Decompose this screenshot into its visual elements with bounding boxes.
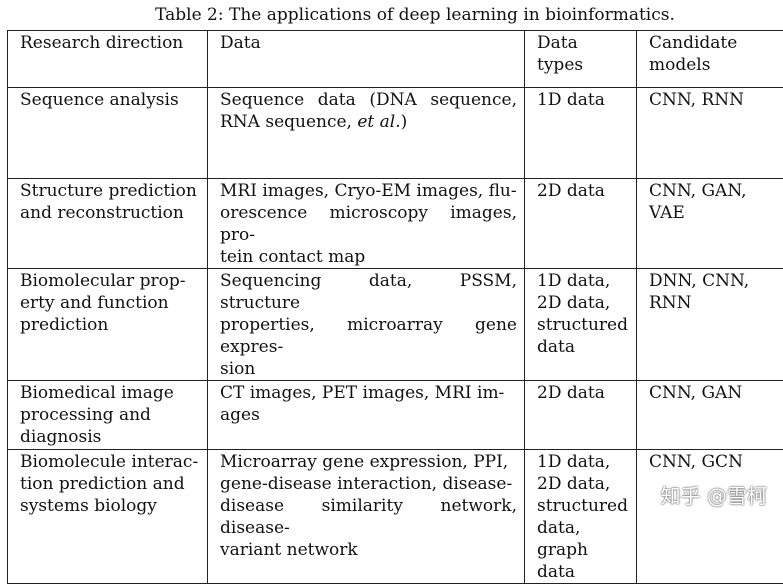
header-data-types: Data types	[525, 31, 637, 88]
header-research-direction: Research direction	[8, 31, 208, 88]
row-candidate-models: CNN, RNN	[637, 88, 783, 179]
row-data-types: 2D data	[525, 179, 637, 269]
table-row: Sequence analysis Sequence data (DNA seq…	[8, 88, 783, 179]
row-candidate-models: CNN, GAN,VAE	[637, 179, 783, 269]
row-candidate-models: DNN, CNN,RNN	[637, 269, 783, 381]
table-header-row: Research direction Data Data types Candi…	[8, 31, 783, 88]
watermark: 知乎 @雪柯	[661, 480, 767, 509]
row-candidate-models: CNN, GAN	[637, 381, 783, 450]
row-data: Sequence data (DNA sequence, RNA sequenc…	[208, 88, 525, 179]
table-caption: Table 2: The applications of deep learni…	[0, 5, 783, 25]
row-data: MRI images, Cryo-EM images, flu-orescenc…	[208, 179, 525, 269]
row-data-types: 1D data	[525, 88, 637, 179]
row-research-direction: Sequence analysis	[8, 88, 208, 179]
row-data-types: 2D data	[525, 381, 637, 450]
row-data: CT images, PET images, MRI im-ages	[208, 381, 525, 450]
row-data: Microarray gene expression, PPI,gene-dis…	[208, 450, 525, 584]
row-candidate-models: CNN, GCN	[637, 450, 783, 584]
header-data: Data	[208, 31, 525, 88]
